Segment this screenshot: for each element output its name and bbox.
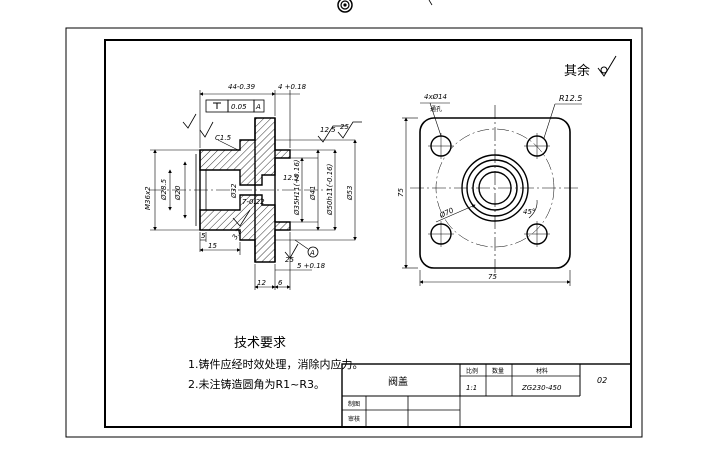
dim-len-44: 44-0.39 [228,83,256,91]
dim-len-12: 12 [257,279,266,287]
tol-frame-value: 0.05 [231,103,247,111]
dim-d41: Ø41 [309,186,317,201]
rough-25b: 25 [285,256,294,264]
end-view [402,102,582,286]
drawing-no: 02 [597,376,607,385]
outer-border [65,27,643,438]
dim-len-6: 6 [278,279,283,287]
material-value: ZG230-450 [521,384,562,392]
inner-border [104,39,632,428]
dim-d53: Ø53 [346,186,354,201]
dim-len-4: 4 +0.18 [278,83,307,91]
datum-a: A [309,249,315,257]
rough-125b: 12.5 [283,174,299,182]
tol-frame-ref: A [255,103,261,111]
dim-d32: Ø32 [230,183,238,199]
material-label: 材料 [536,367,548,375]
top-symbol-icon [337,0,433,13]
rough-25: 25 [340,123,349,131]
title-block: 阀盖 比例 数量 材料 1:1 ZG230-450 02 制图 审核 [341,363,632,428]
dim-d70: Ø70 [438,206,456,220]
dim-radius: R12.5 [559,94,582,103]
dim-len-15: 15 [208,242,217,250]
tech-requirements: 技术要求 1.铸件应经时效处理，消除内应力。 2.未注铸造圆角为R1~R3。 [188,336,364,391]
dim-d285: Ø28.5 [160,178,168,201]
dim-height: 75 [397,188,405,197]
dim-chamfer: C1.5 [215,134,232,142]
scale-label: 比例 [466,367,478,375]
scale-value: 1:1 [466,384,477,392]
part-name: 阀盖 [388,375,408,388]
roughness-symbol-icon [597,55,617,77]
roughness-note: 其余 [564,63,590,79]
dim-thread: M36x2 [144,186,152,210]
rough-125: 12.5 [320,126,336,134]
dim-holes: 4xØ14 [424,93,447,101]
upper-body-hatch [199,117,291,186]
tech-req-item-1: 1.铸件应经时效处理，消除内应力。 [188,357,364,371]
dim-len-5b: 5 +0.18 [297,262,326,270]
dim-holes-note: 通孔 [430,105,442,113]
tech-req-title: 技术要求 [234,336,286,351]
drawn-label: 制图 [348,400,360,408]
dim-width: 75 [488,273,497,281]
dim-d50: Ø50h11(-0.16) [326,163,334,216]
dim-len-7: 7-0.22 [242,198,265,206]
dim-angle: 45° [523,208,535,216]
dim-d35: Ø35H11(+0.16) [293,159,301,216]
dim-d20: Ø20 [174,185,182,201]
checked-label: 审核 [348,415,360,423]
qty-label: 数量 [492,367,504,375]
section-dim-labels: 44-0.39 4 +0.18 0.05 A C1.5 M36x2 Ø20 Ø2… [144,83,354,287]
section-view [150,90,362,290]
tech-req-item-2: 2.未注铸造圆角为R1~R3。 [188,377,325,391]
dim-len-5: 5 [201,232,206,240]
